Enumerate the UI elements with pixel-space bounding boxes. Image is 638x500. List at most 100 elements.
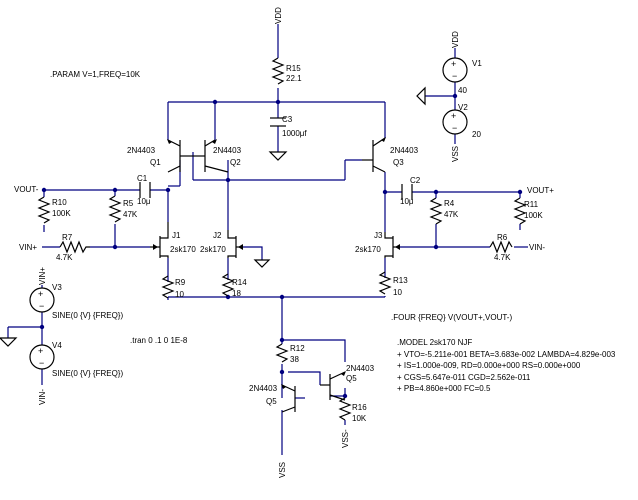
net-label-vdd-v1: VDD [451,31,460,48]
ground-icon [268,151,288,161]
net-labels: VDD VDD VSS VOUT- VOUT+ VIN+ VIN- VIN+ V… [14,7,554,478]
r10-ref: R10 [52,198,67,207]
q5b-model: 2N4403 [346,364,375,373]
v3-ref: V3 [52,283,62,292]
model-line-3: + IS=1.000e-009, RD=0.000e+000 RS=0.000e… [397,361,581,370]
capacitors [139,117,413,200]
four-directive: .FOUR {FREQ} V(VOUT+,VOUT-) [391,313,512,322]
r12-ref: R12 [290,344,305,353]
q5b-ref: Q5 [346,374,357,383]
c3-capacitor [270,117,286,127]
q2-model: 2N4403 [213,146,242,155]
v4-value: SINE(0 {V} {FREQ}) [52,369,123,378]
q3-transistor [362,137,386,173]
j2-ref: J2 [213,231,222,240]
v3-value: SINE(0 {V} {FREQ}) [52,311,123,320]
jfets [150,222,400,258]
v1-ref: V1 [472,59,482,68]
r9-ref: R9 [175,278,186,287]
r14-ref: R14 [232,278,247,287]
c1-capacitor [139,182,151,198]
model-line-2: + VTO=-5.211e-001 BETA=3.683e-002 LAMBDA… [397,350,616,359]
net-label-vin-minus-src: VIN- [38,389,47,405]
ground-icon [416,86,426,106]
j1-jfet [150,222,169,258]
q5-left-transistor [281,384,296,413]
net-label-vdd-top: VDD [274,7,283,24]
r6-ref: R6 [497,233,508,242]
r12-resistor [275,343,289,363]
c2-capacitor [401,184,413,200]
r4-resistor [429,197,443,225]
param-directive: .PARAM V=1,FREQ=10K [50,70,141,79]
r11-resistor [513,197,527,225]
ground-icon [0,337,18,347]
j2-jfet [227,230,243,258]
model-line-1: .MODEL 2sk170 NJF [397,338,472,347]
q1-model: 2N4403 [127,146,156,155]
q2-ref: Q2 [230,158,241,167]
resistors [37,57,527,421]
net-label-vin-minus: VIN- [529,243,545,252]
r7-value: 4.7K [56,253,73,262]
svg-text:+: + [38,289,43,299]
r13-resistor [378,271,392,295]
spice-directives: .PARAM V=1,FREQ=10K .tran 0 .1 0 1E-8 .F… [50,70,616,393]
net-label-vin-plus-src: VIN+ [38,267,47,285]
voltage-sources: + − + − + − + − [29,57,468,370]
net-label-vout-plus: VOUT+ [527,186,554,195]
v1-value: 40 [458,86,467,95]
j2-model: 2sk170 [200,245,226,254]
r16-value: 10K [352,414,367,423]
j1-ref: J1 [172,231,181,240]
svg-text:−: − [39,358,44,368]
r5-value: 47K [123,210,138,219]
c3-ref: C3 [282,115,293,124]
net-label-vin-plus: VIN+ [19,243,37,252]
r15-ref: R15 [286,64,301,73]
r14-resistor [221,273,235,297]
j3-jfet [384,232,400,258]
r10-resistor [37,196,51,224]
r6-value: 4.7K [494,253,511,262]
r15-resistor [271,57,285,85]
r13-value: 10 [393,288,402,297]
c3-value: 1000μf [282,129,307,138]
j1-model: 2sk170 [170,245,196,254]
v4-ref: V4 [52,341,62,350]
v1-source: + − [442,57,468,83]
q1-ref: Q1 [150,158,161,167]
v2-source: + − [442,109,468,135]
r9-value: 10 [175,290,184,299]
q3-model: 2N4403 [390,146,419,155]
q3-ref: Q3 [393,158,404,167]
c1-value: 10μ [137,197,151,206]
r7-resistor [59,240,90,254]
ground-icon [253,259,271,268]
model-line-4: + CGS=5.647e-011 CGD=2.562e-011 [397,373,531,382]
r10-value: 100K [52,209,71,218]
svg-text:+: + [451,59,456,69]
svg-text:+: + [451,111,456,121]
transistors [167,137,386,413]
c2-ref: C2 [410,176,421,185]
svg-text:−: − [452,71,457,81]
q1-transistor [167,139,193,173]
r5-resistor [108,195,122,223]
grounds [0,86,426,347]
net-label-vout-minus: VOUT- [14,185,39,194]
r4-value: 47K [444,210,459,219]
v3-source: + − [29,287,55,313]
r11-ref: R11 [524,200,539,209]
r9-resistor [161,275,175,299]
r4-ref: R4 [444,199,455,208]
q5a-model: 2N4403 [249,384,278,393]
r6-resistor [489,240,513,254]
q2-transistor [193,139,229,173]
net-label-vss-v2: VSS [451,146,460,162]
model-line-5: + PB=4.860e+000 FC=0.5 [397,384,491,393]
r5-ref: R5 [123,199,134,208]
r11-value: 100K [524,211,543,220]
q5a-ref: Q5 [266,397,277,406]
